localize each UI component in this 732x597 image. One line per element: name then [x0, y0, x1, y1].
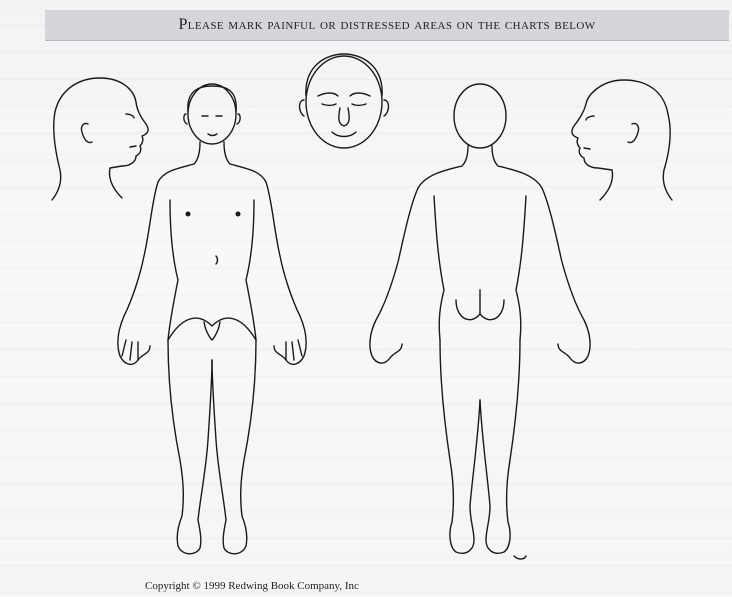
page-title: Please mark painful or distressed areas …: [178, 16, 595, 34]
copyright-notice: Copyright © 1999 Redwing Book Company, I…: [145, 580, 359, 592]
body-back-chart[interactable]: [370, 84, 590, 559]
head-profile-right-chart[interactable]: [572, 80, 672, 200]
body-charts[interactable]: [0, 40, 732, 580]
body-front-chart[interactable]: [118, 84, 306, 554]
title-banner: Please mark painful or distressed areas …: [45, 10, 729, 41]
face-front-chart[interactable]: [300, 54, 389, 148]
head-profile-left-chart[interactable]: [52, 78, 148, 200]
